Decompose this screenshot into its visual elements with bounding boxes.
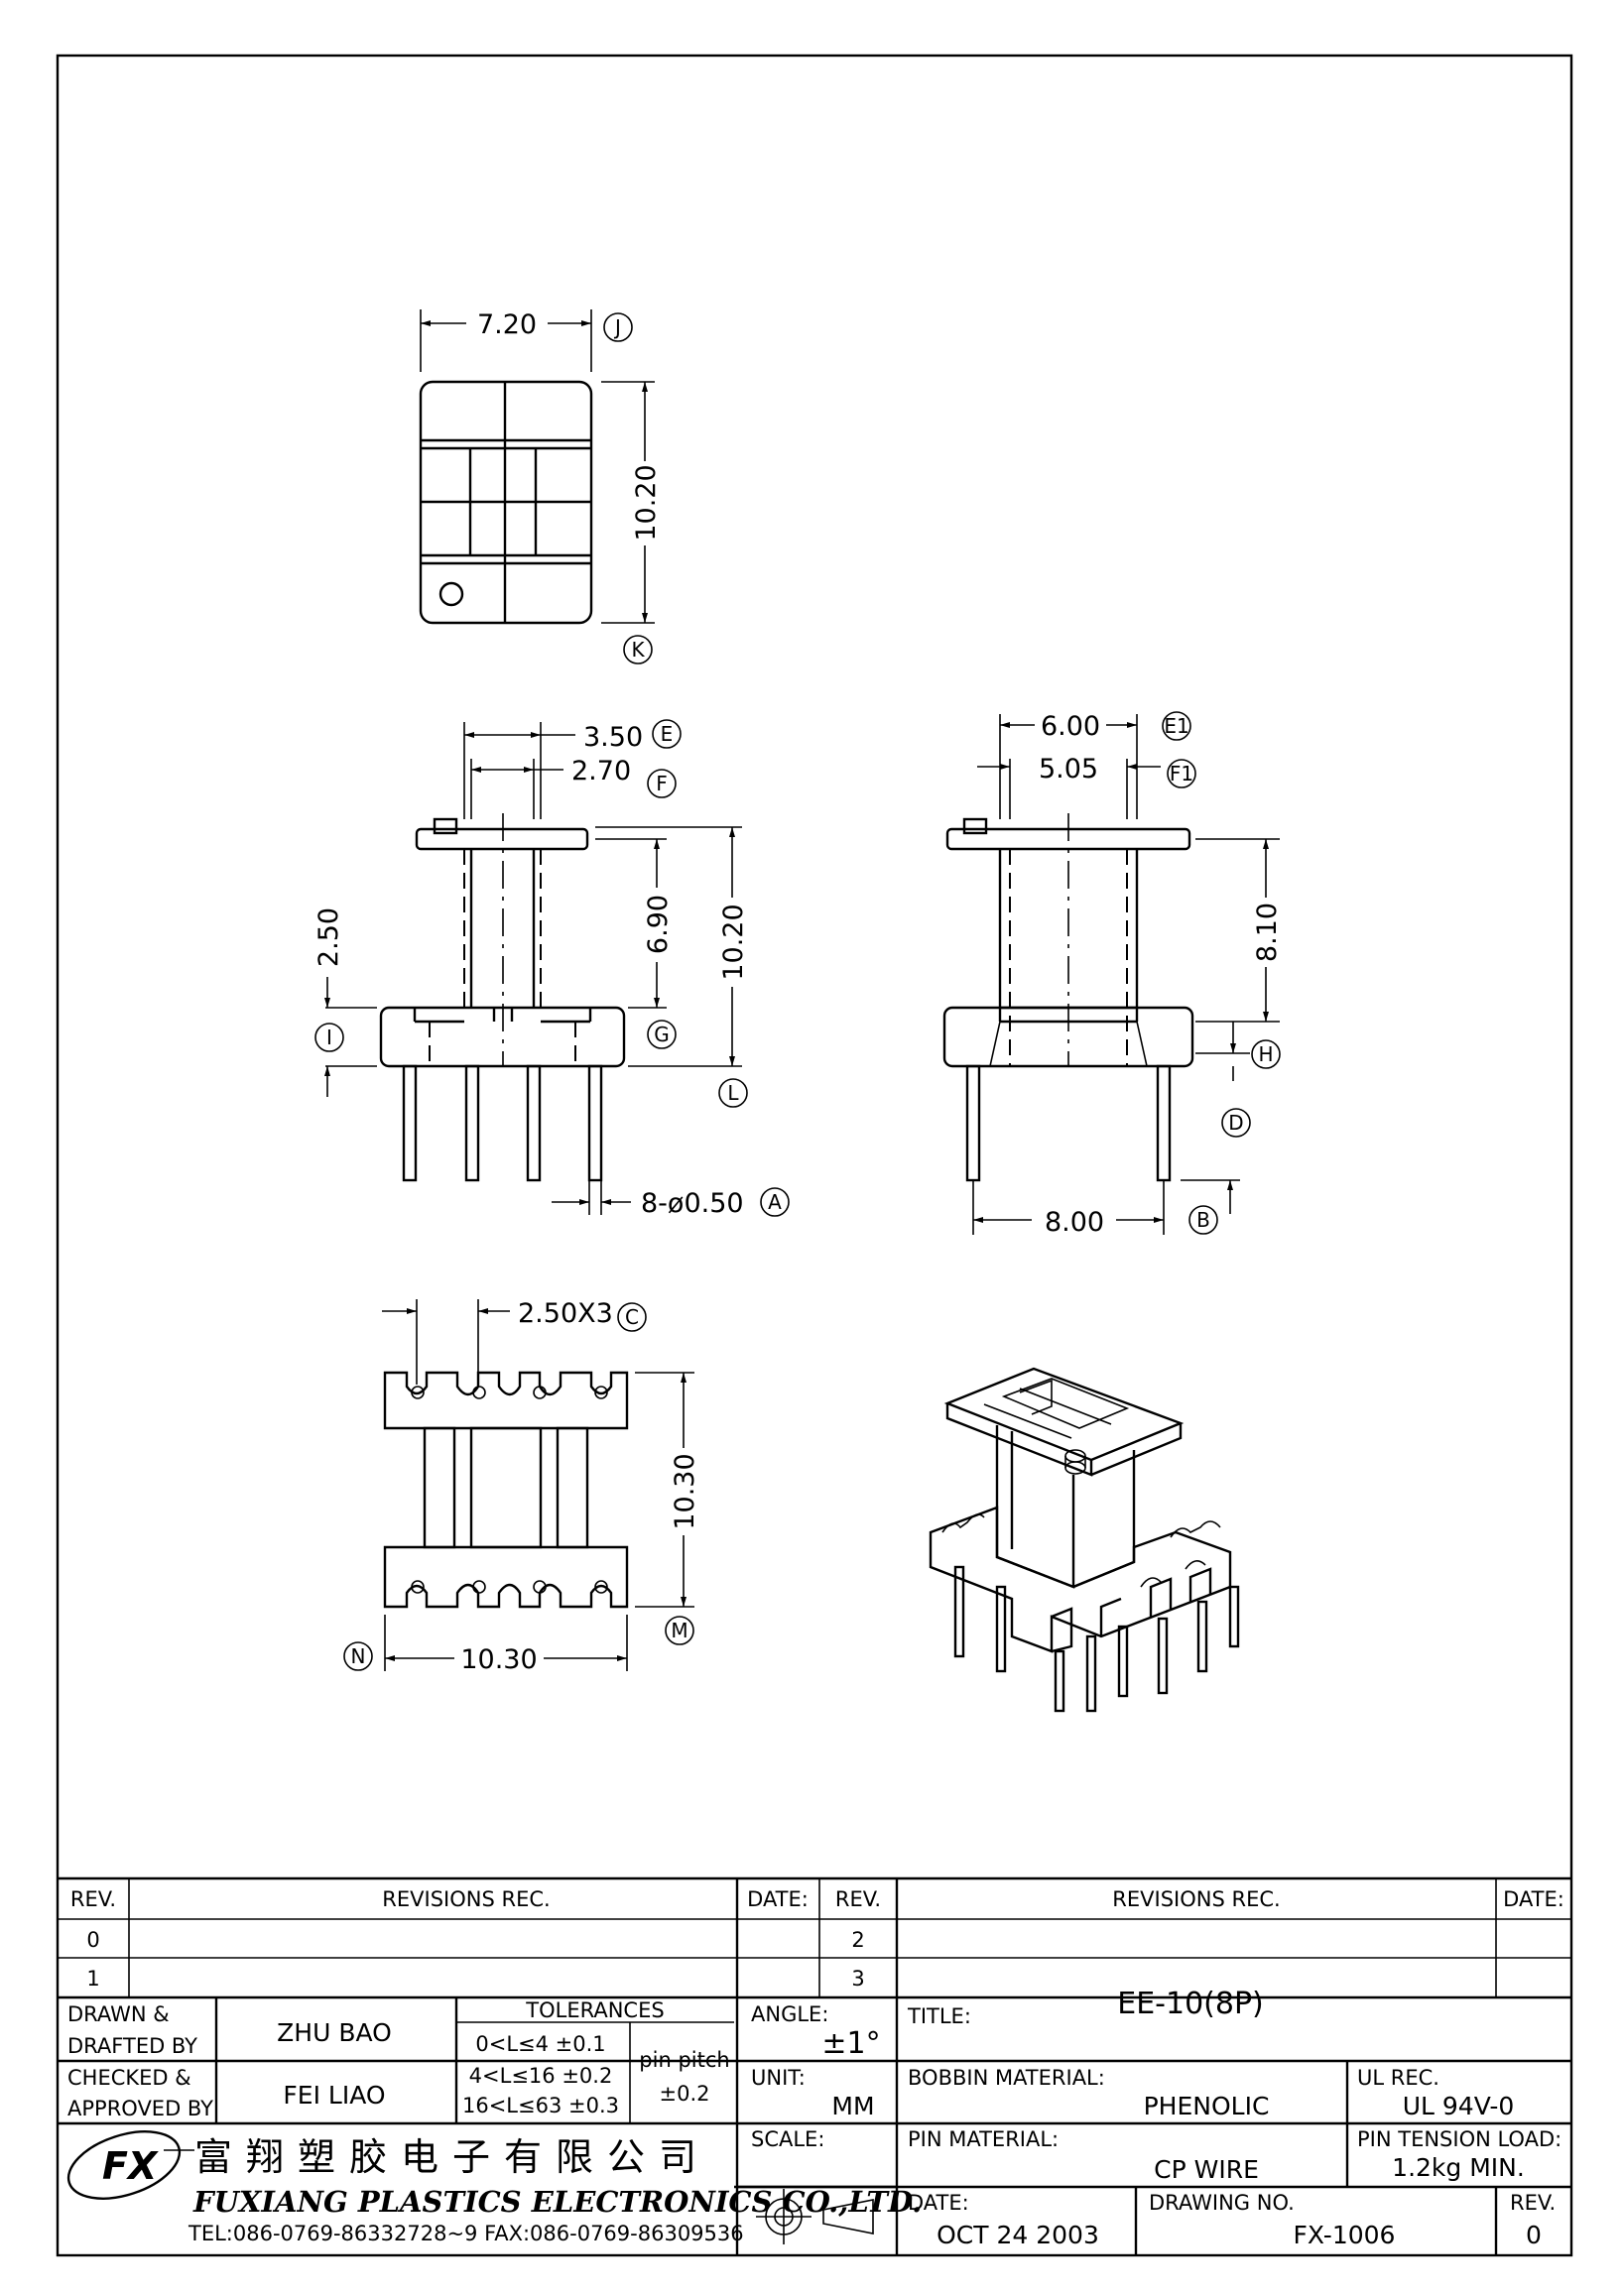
dim-side-pins: 8.00 — [1045, 1207, 1104, 1238]
rev-row-3: 3 — [851, 1967, 864, 1991]
ul-rec-label: UL REC. — [1357, 2066, 1439, 2090]
pin-pitch-label: pin pitch — [639, 2048, 729, 2072]
rev-label: REV. — [1510, 2191, 1556, 2215]
pin-tension-value: 1.2kg MIN. — [1392, 2153, 1525, 2182]
tolerance-row-2: 4<L≤16 ±0.2 — [469, 2064, 613, 2088]
bubble-e: E — [661, 722, 674, 746]
company-english-name: FUXIANG PLASTICS ELECTRONICS CO.,LTD. — [192, 2185, 922, 2219]
rev-value: 0 — [1526, 2221, 1542, 2249]
bubble-l: L — [727, 1081, 739, 1105]
rev-header-left: REV. — [70, 1887, 116, 1911]
angle-value: ±1° — [821, 2026, 880, 2061]
dim-side-e1: 6.00 — [1041, 711, 1100, 742]
bottom-view: 2.50X3 C 10.30 M 10.30 N — [343, 1298, 700, 1675]
angle-label: ANGLE: — [751, 2002, 828, 2026]
projection-symbol-icon — [756, 2189, 874, 2244]
date-value: OCT 24 2003 — [937, 2221, 1099, 2249]
checked-label-1: CHECKED & — [67, 2066, 191, 2090]
dim-top-width: 7.20 — [477, 309, 537, 340]
dim-bottom-pitch: 2.50X3 — [518, 1298, 613, 1329]
bubble-g: G — [654, 1023, 670, 1046]
sheet-border — [56, 54, 1573, 2257]
company-logo: FX — [66, 2130, 194, 2200]
drawing-no-value: FX-1006 — [1294, 2221, 1396, 2249]
bubble-f: F — [656, 772, 668, 795]
company-contact: TEL:086-0769-86332728~9 FAX:086-0769-863… — [187, 2222, 744, 2245]
bobbin-material-label: BOBBIN MATERIAL: — [908, 2066, 1105, 2090]
rev-row-0: 0 — [86, 1928, 99, 1952]
drawing-no-label: DRAWING NO. — [1149, 2191, 1295, 2215]
side-view: 6.00 E1 5.05 F1 8.10 H D 8.00 B — [942, 711, 1283, 1238]
title-block: REV. REVISIONS REC. DATE: REV. REVISIONS… — [58, 1876, 1571, 2255]
revisions-header-right: REVISIONS REC. — [1112, 1887, 1280, 1911]
pin-tension-label: PIN TENSION LOAD: — [1357, 2127, 1562, 2151]
checked-label-2: APPROVED BY — [67, 2097, 213, 2120]
tolerance-row-3: 16<L≤63 ±0.3 — [462, 2094, 619, 2117]
drawn-label-1: DRAWN & — [67, 2002, 170, 2026]
dim-pin-diameter: 8-ø0.50 — [641, 1188, 744, 1219]
revisions-header-left: REVISIONS REC. — [382, 1887, 550, 1911]
drawn-by: ZHU BAO — [277, 2018, 392, 2047]
rev-header-right: REV. — [835, 1887, 881, 1911]
scale-label: SCALE: — [751, 2127, 824, 2151]
isometric-view — [929, 1367, 1240, 1713]
bubble-a: A — [768, 1190, 782, 1214]
dim-bottom-height: 10.30 — [670, 1453, 700, 1529]
date-label: DATE: — [908, 2191, 969, 2215]
tolerance-row-1: 0<L≤4 ±0.1 — [475, 2032, 605, 2056]
bubble-d: D — [1228, 1111, 1243, 1135]
top-view: 7.20 J 10.20 K — [419, 309, 662, 665]
drawn-label-2: DRAFTED BY — [67, 2034, 197, 2058]
title-label: TITLE: — [907, 2004, 971, 2028]
dim-side-f1: 5.05 — [1039, 754, 1098, 785]
pin-material-value: CP WIRE — [1154, 2155, 1259, 2184]
date-header-left: DATE: — [747, 1887, 809, 1911]
dim-front-inner: 6.90 — [643, 895, 674, 954]
bubble-m: M — [671, 1619, 687, 1642]
rev-row-2: 2 — [851, 1928, 864, 1952]
dim-side-height: 8.10 — [1252, 903, 1283, 962]
bubble-k: K — [631, 638, 645, 662]
bubble-i: I — [326, 1026, 332, 1049]
rev-row-1: 1 — [86, 1967, 99, 1991]
pin1-marker — [438, 581, 464, 607]
dim-front-left: 2.50 — [313, 907, 344, 967]
date-header-right: DATE: — [1503, 1887, 1564, 1911]
front-view: 3.50 E 2.70 F 2.50 I 6.90 G 10.20 L — [313, 719, 790, 1219]
dim-front-f: 2.70 — [571, 756, 631, 786]
bubble-j: J — [613, 315, 621, 339]
tolerances-header: TOLERANCES — [525, 1998, 664, 2022]
company-chinese-name: 富翔塑胶电子有限公司 — [194, 2135, 710, 2179]
part-title: EE-10(8P) — [1117, 1987, 1264, 2021]
logo-text: FX — [102, 2144, 159, 2188]
unit-value: MM — [831, 2092, 874, 2120]
bubble-e1: E1 — [1164, 714, 1188, 738]
dim-front-e: 3.50 — [583, 722, 643, 753]
checked-by: FEI LIAO — [283, 2081, 385, 2110]
pin-pitch-tolerance: ±0.2 — [660, 2082, 710, 2106]
dim-top-height: 10.20 — [631, 464, 662, 541]
dim-front-total: 10.20 — [718, 904, 749, 980]
unit-label: UNIT: — [751, 2066, 806, 2090]
bubble-f1: F1 — [1170, 762, 1193, 785]
bubble-b: B — [1196, 1208, 1210, 1232]
dim-bottom-width: 10.30 — [460, 1644, 537, 1675]
pin-material-label: PIN MATERIAL: — [908, 2127, 1059, 2151]
bubble-h: H — [1258, 1042, 1273, 1066]
bubble-c: C — [625, 1305, 639, 1329]
bubble-n: N — [351, 1644, 366, 1668]
ul-rec-value: UL 94V-0 — [1403, 2092, 1515, 2120]
bobbin-material-value: PHENOLIC — [1144, 2092, 1270, 2120]
